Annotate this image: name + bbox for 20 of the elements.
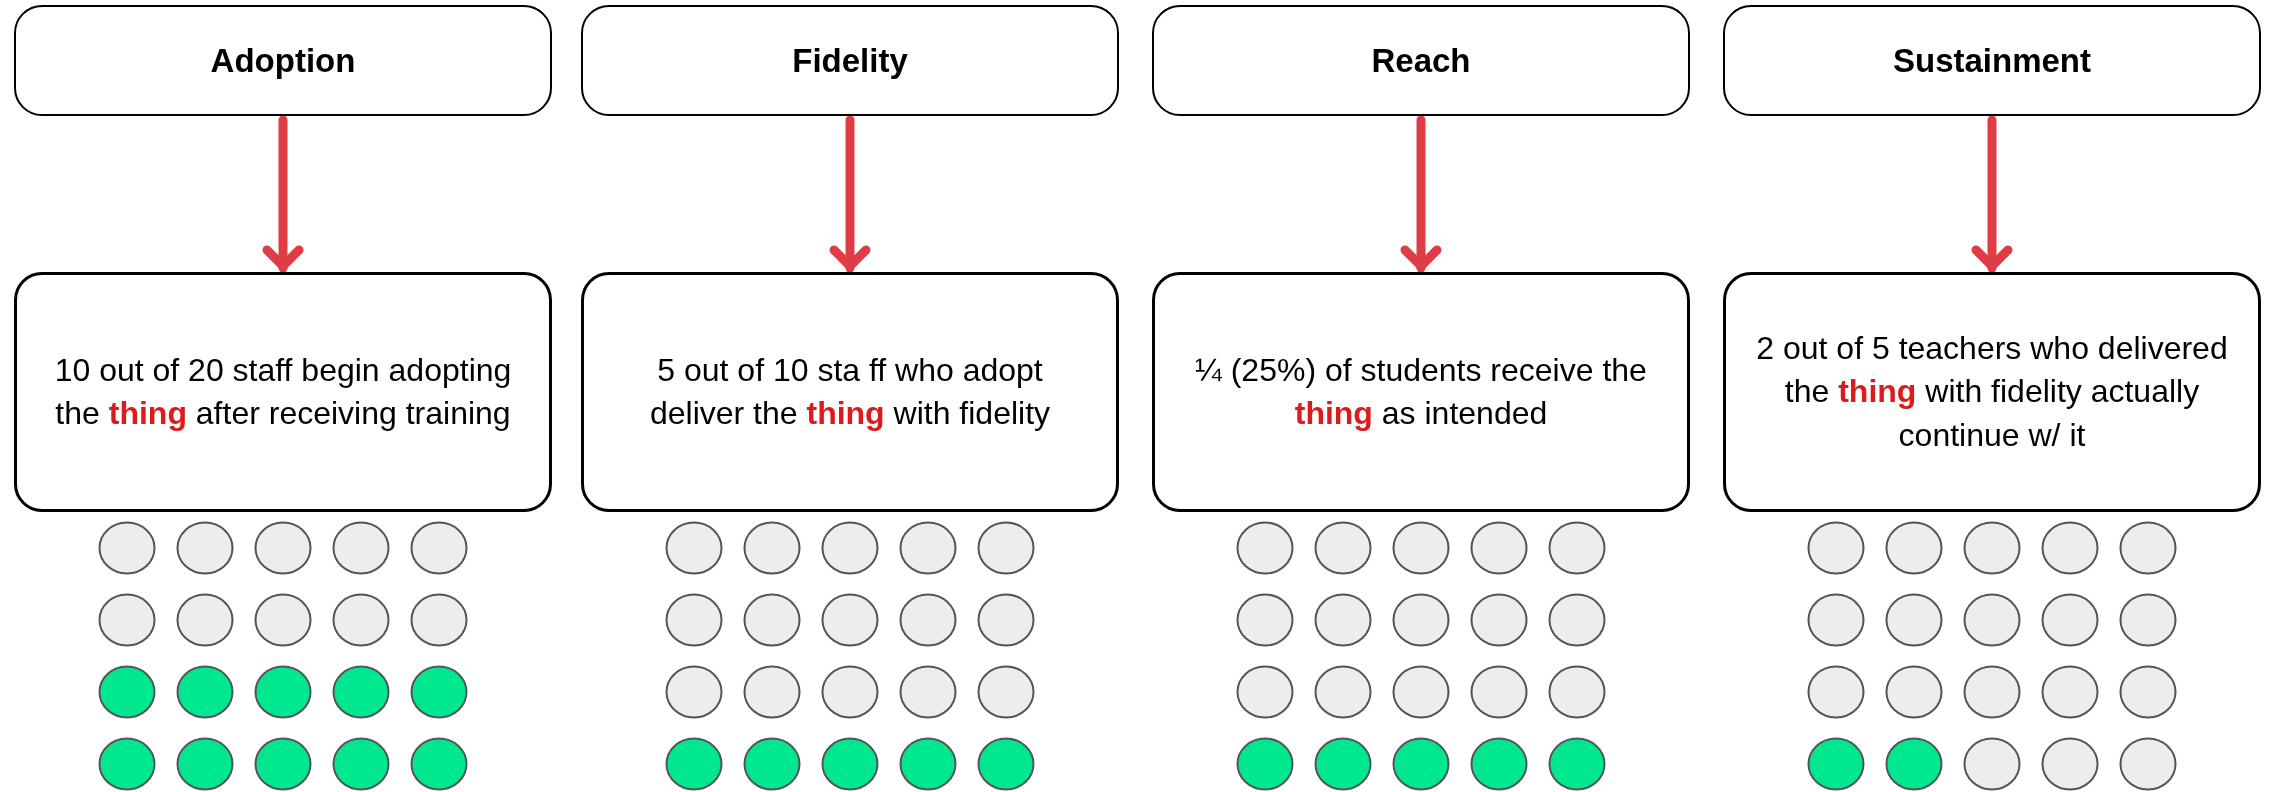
arrow — [829, 115, 871, 273]
title-text: Sustainment — [1892, 40, 2091, 81]
title-box — [14, 5, 552, 116]
description-text: 5 out of 10 sta ff who adopt deliver the thing with fidelity — [648, 350, 1052, 433]
description-box — [1723, 272, 2261, 512]
description-box — [1152, 272, 1690, 512]
description-box — [14, 272, 552, 512]
description-text: ¼ (25%) of students receive the thing as intended — [1194, 350, 1648, 433]
title-box — [1152, 5, 1690, 116]
arrow — [1971, 115, 2013, 273]
title-text: Adoption — [210, 40, 356, 81]
description-box — [581, 272, 1119, 512]
title-text: Reach — [1371, 40, 1471, 81]
title-text: Fidelity — [792, 40, 908, 81]
arrow — [1400, 115, 1442, 273]
arrow — [262, 115, 304, 273]
title-box — [581, 5, 1119, 116]
description-text: 2 out of 5 teachers who delivered the thing with fidelity actually continue w/ it — [1755, 329, 2229, 455]
title-box — [1723, 5, 2261, 116]
description-text: 10 out of 20 staff begin adopting the thing after receiving training — [53, 350, 513, 433]
